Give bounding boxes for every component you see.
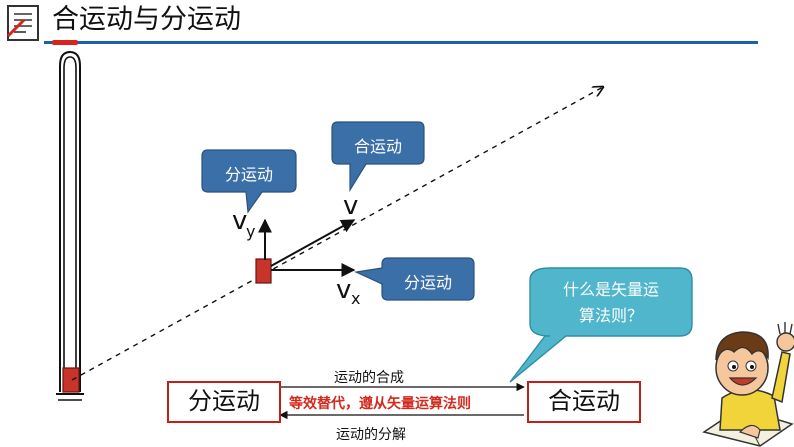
- callout-bubble-resultant: [331, 121, 425, 193]
- page-title: 合运动与分运动: [52, 4, 241, 35]
- vy-subscript: y: [246, 222, 256, 241]
- question-line-2: 算法则？: [578, 306, 643, 325]
- equivalence-note-bold: 矢量运算法则: [387, 396, 471, 412]
- vx-subscript: x: [351, 289, 361, 308]
- vx-label: v: [336, 275, 352, 305]
- title-underline: [44, 41, 758, 44]
- callout-text-resultant: 合运动: [353, 137, 402, 156]
- question-bubble: [509, 267, 693, 383]
- question-text: 什么是矢量运 算法则？: [530, 277, 692, 329]
- synthesis-note: 运动的合成: [334, 370, 404, 386]
- v-label: v: [343, 191, 359, 221]
- component-motion-box: 分运动: [167, 381, 281, 423]
- trajectory-line: [71, 87, 603, 381]
- decomposition-note: 运动的分解: [336, 427, 406, 443]
- callout-bubble-component-y: [201, 149, 297, 214]
- equivalence-note: 等效替代，遵从矢量运算法则: [289, 393, 471, 413]
- cartoon-boy-illustration: [702, 322, 794, 447]
- vy-label: v: [232, 206, 248, 236]
- callout-text-component-y: 分运动: [224, 165, 273, 184]
- title-accent-mark: [52, 40, 78, 45]
- notepad-icon: [6, 5, 39, 41]
- moving-block: [255, 258, 272, 284]
- equivalence-note-prefix: 等效替代，遵从: [289, 396, 387, 412]
- v-arrow: [270, 219, 356, 267]
- question-line-1: 什么是矢量运: [562, 280, 659, 299]
- tube-block: [62, 367, 80, 393]
- callout-text-component-x: 分运动: [403, 273, 452, 292]
- callout-bubble-component-x: [353, 257, 475, 301]
- glass-tube: [56, 50, 84, 401]
- resultant-motion-box: 合运动: [527, 381, 641, 423]
